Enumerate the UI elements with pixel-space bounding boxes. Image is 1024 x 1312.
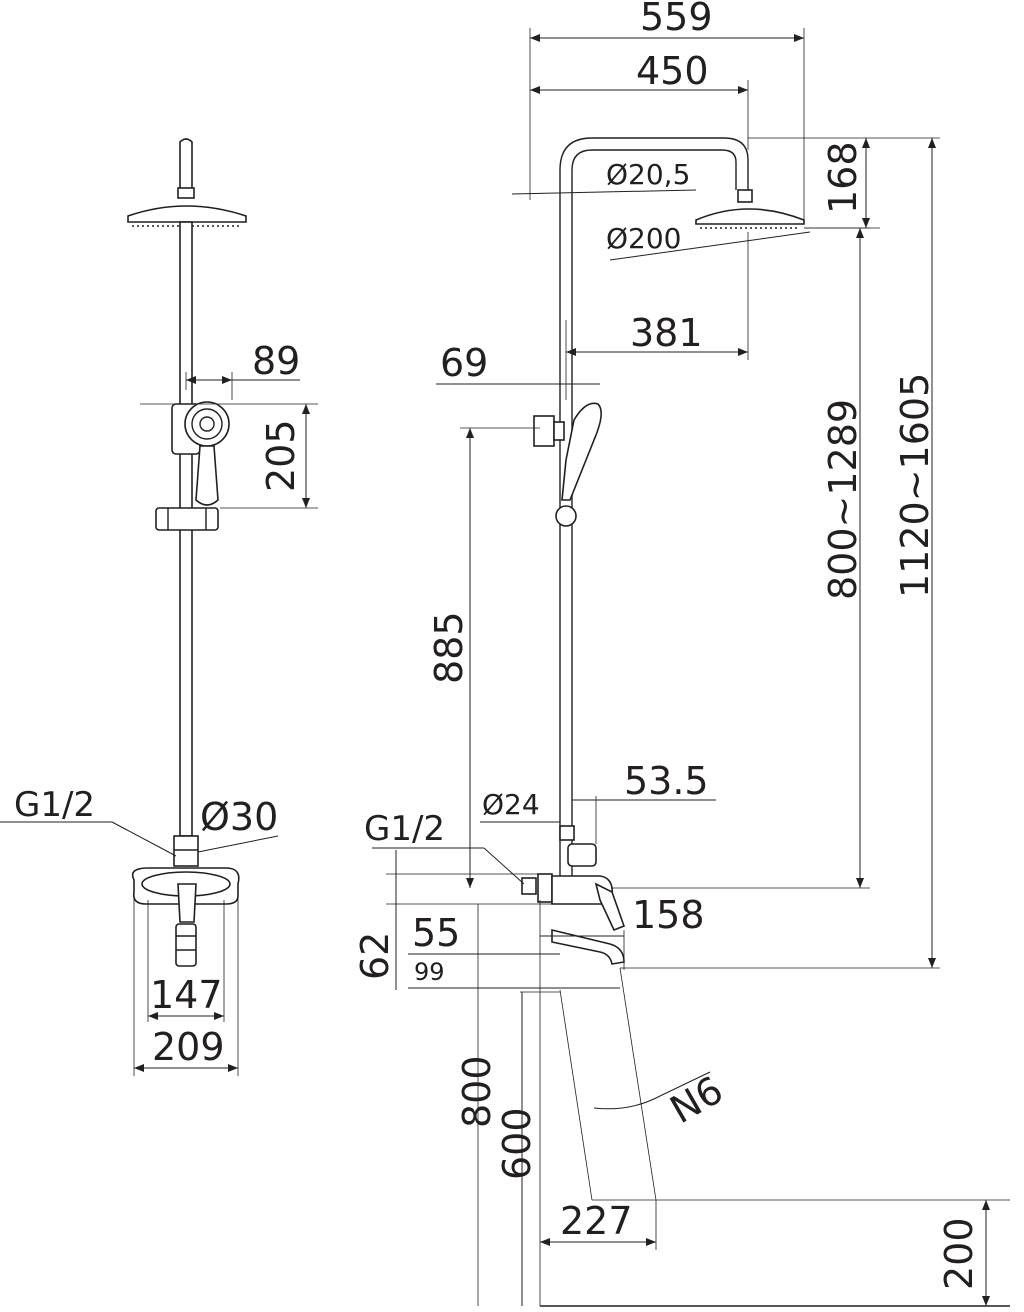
side-dim-168: 168 <box>821 141 865 214</box>
front-connector-nut <box>173 835 199 867</box>
side-mixer-lever <box>594 882 626 932</box>
side-dim-1120-1605: 1120~1605 <box>893 373 937 598</box>
front-dim-209: 209 <box>152 1025 225 1069</box>
side-dim-g12: G1/2 <box>364 809 445 849</box>
front-rain-head <box>127 205 247 223</box>
side-view: 559 450 Ø20,5 168 Ø200 381 69 885 Ø24 <box>134 0 1010 1307</box>
side-hand-shower <box>561 402 602 501</box>
side-dim-559: 559 <box>640 0 713 39</box>
side-dim-69: 69 <box>440 341 488 385</box>
front-hand-shower-handle <box>195 445 219 506</box>
front-dim-89: 89 <box>252 339 300 383</box>
side-dim-158: 158 <box>632 893 705 937</box>
side-dim-99: 99 <box>414 958 445 986</box>
side-dim-d24: Ø24 <box>482 788 540 821</box>
side-dim-53-5: 53.5 <box>624 759 709 803</box>
front-view: 89 205 G1/2 Ø30 147 209 <box>0 138 318 1076</box>
front-dim-205: 205 <box>259 419 303 492</box>
front-mixer-lever <box>177 883 197 923</box>
side-wall-plate <box>537 873 553 903</box>
front-dim-147: 147 <box>150 973 223 1017</box>
side-lower-nut <box>559 825 575 841</box>
side-dim-d200: Ø200 <box>606 222 681 255</box>
side-dim-227: 227 <box>560 1199 633 1243</box>
side-spout <box>551 928 625 965</box>
side-holder <box>533 415 555 447</box>
side-rain-head <box>695 208 805 225</box>
side-dim-d20-5: Ø20,5 <box>606 158 690 191</box>
side-inlet-nut <box>521 877 537 895</box>
front-top-nut <box>177 187 195 199</box>
front-spout <box>175 923 197 967</box>
side-dim-55: 55 <box>412 911 460 955</box>
front-dim-d30: Ø30 <box>200 795 278 839</box>
side-diverter <box>567 843 597 867</box>
side-dim-800: 800 <box>455 1055 499 1128</box>
side-dim-600: 600 <box>495 1107 539 1180</box>
side-head-nut <box>737 189 753 203</box>
side-dim-9n: 9N <box>662 1066 730 1130</box>
side-hose-ring <box>555 505 577 527</box>
side-dim-200: 200 <box>937 1217 981 1290</box>
side-arm <box>559 137 749 190</box>
side-dim-450: 450 <box>636 49 709 93</box>
front-dim-g12: G1/2 <box>14 785 95 825</box>
side-dim-800-1289: 800~1289 <box>821 399 865 600</box>
side-dim-885: 885 <box>427 611 471 684</box>
front-top-pipe <box>179 138 193 191</box>
side-dim-381: 381 <box>630 311 703 355</box>
front-slide-bracket <box>155 507 219 531</box>
side-dim-62: 62 <box>353 932 397 980</box>
